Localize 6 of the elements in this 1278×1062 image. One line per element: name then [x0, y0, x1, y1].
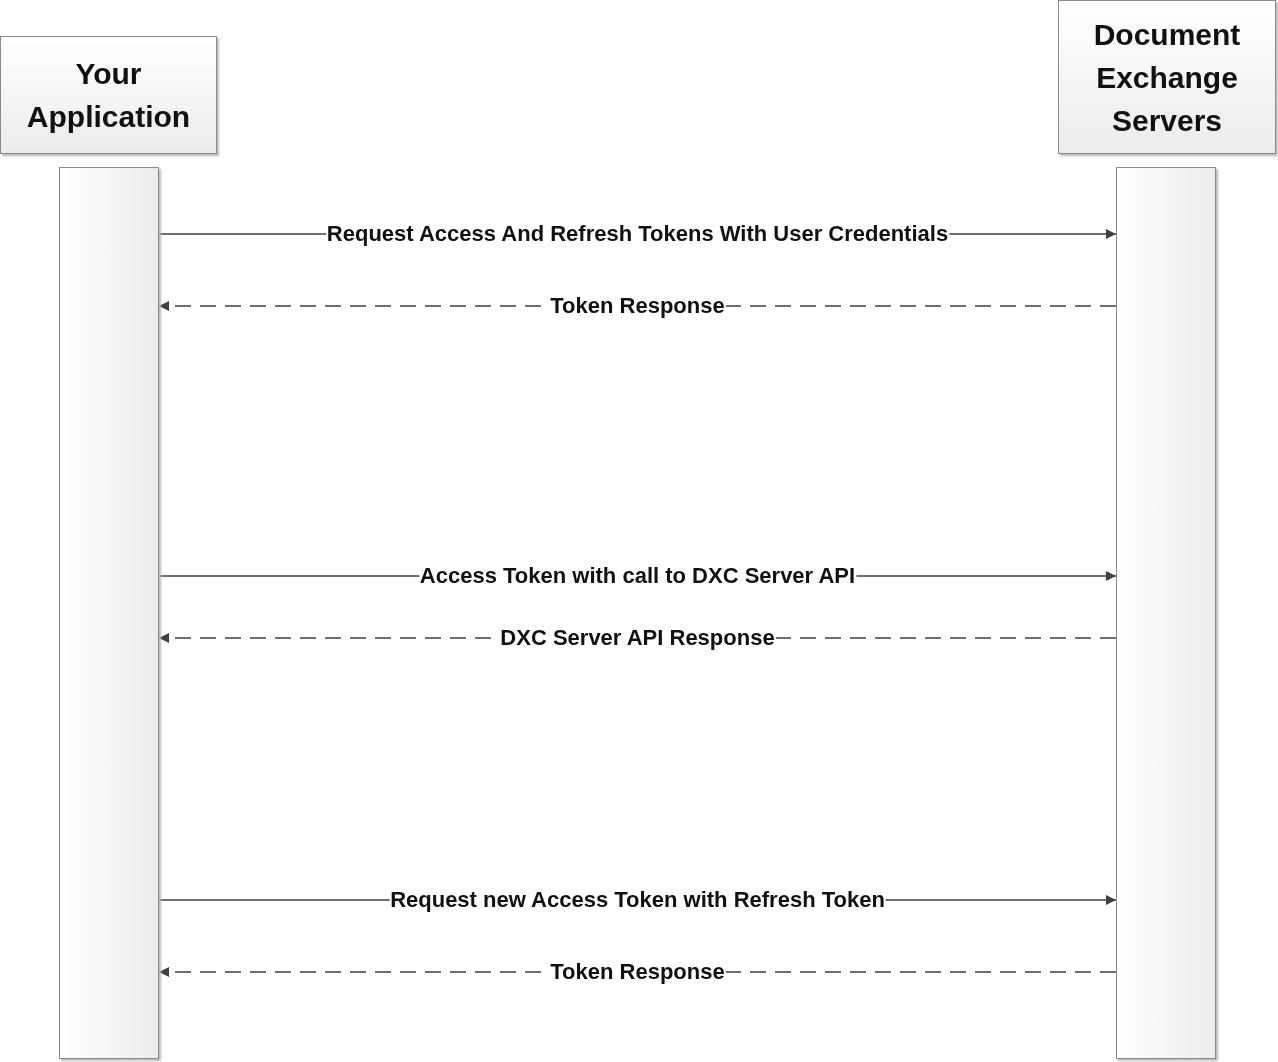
participant-name: Your Application — [25, 56, 192, 135]
participant-box — [1058, 0, 1276, 154]
lifeline-bar — [59, 167, 159, 1059]
participant-name: Document Exchange Servers — [1092, 16, 1242, 139]
lifeline-bar — [1116, 167, 1216, 1059]
participant-box — [0, 36, 217, 154]
